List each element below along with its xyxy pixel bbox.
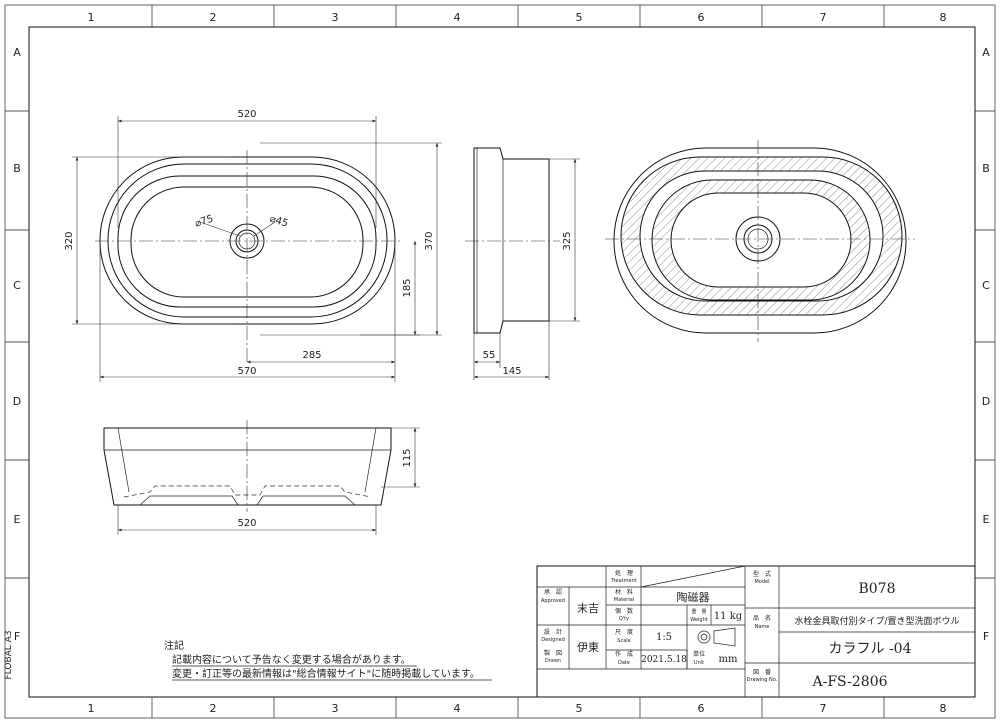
col-label-top-6: 6 <box>698 11 705 24</box>
row-label-left-d: D <box>13 395 21 408</box>
designed-name: 伊東 <box>577 641 599 654</box>
dim-drain-hole-dia: ⌀75 <box>194 213 215 229</box>
dim-drain-flange-dia: ⌀45 <box>268 213 289 229</box>
col-label-top-4: 4 <box>454 11 461 24</box>
qty-label-en: Q'ty <box>619 616 629 622</box>
zone-labels: 1 2 3 4 5 6 7 8 1 2 3 4 5 6 7 8 A B C D … <box>4 11 990 715</box>
drawing-no-label: 図 番 <box>753 669 771 676</box>
unit-value: mm <box>719 654 738 665</box>
col-label-top-3: 3 <box>332 11 339 24</box>
dim-side-height: 325 <box>562 231 573 250</box>
model-label: 型 式 <box>753 570 771 578</box>
dim-front-height: 115 <box>402 448 413 467</box>
weight-value: 11 kg <box>714 611 743 622</box>
material-label: 材 料 <box>615 588 633 596</box>
notes-line-1: 記載内容について予告なく変更する場合があります。 <box>172 653 411 666</box>
drawing-no-label-en: Drawing No. <box>747 677 778 683</box>
top-view-dimensions: 520 570 285 320 370 185 ⌀75 ⌀45 <box>64 109 442 382</box>
dim-inner-height: 320 <box>64 231 75 250</box>
material-value: 陶磁器 <box>677 590 710 604</box>
product-value: カラフル -04 <box>829 641 912 657</box>
row-label-right-a: A <box>982 46 990 59</box>
scale-label: 尺 度 <box>615 628 633 636</box>
col-label-bottom-1: 1 <box>88 702 95 715</box>
col-label-top-5: 5 <box>576 11 583 24</box>
title-block <box>536 565 976 698</box>
row-label-left-f: F <box>14 630 20 643</box>
drawn-label-en: Drawn <box>545 658 561 664</box>
col-label-bottom-6: 6 <box>698 702 705 715</box>
drawing-no-value: A-FS-2806 <box>811 674 887 690</box>
model-value: B078 <box>858 581 895 597</box>
unit-label-en: Unit <box>694 660 704 666</box>
row-label-left-a: A <box>13 46 21 59</box>
scale-label-en: Scale <box>617 638 630 644</box>
weight-label-en: Weight <box>690 617 707 623</box>
col-label-bottom-2: 2 <box>210 702 217 715</box>
front-view <box>103 420 392 512</box>
row-label-right-f: F <box>983 630 989 643</box>
row-label-right-e: E <box>983 513 990 526</box>
col-label-top-2: 2 <box>210 11 217 24</box>
row-label-right-b: B <box>982 162 990 175</box>
weight-label: 重 量 <box>691 608 706 615</box>
notes: 注記 記載内容について予告なく変更する場合があります。 変更・訂正等の最新情報は… <box>164 639 492 681</box>
front-view-dimensions: 115 520 <box>117 427 420 535</box>
dim-top-inner-width: 520 <box>237 109 256 120</box>
treatment-label-en: Treatment <box>610 578 636 584</box>
top-view <box>95 150 400 362</box>
col-label-top-8: 8 <box>940 11 947 24</box>
name-label-en: Name <box>755 624 770 630</box>
date-label-en: Date <box>618 660 630 666</box>
dim-front-width: 520 <box>237 518 256 529</box>
notes-heading: 注記 <box>164 639 184 652</box>
approved-label-en: Approved <box>541 598 565 604</box>
drawn-label: 製 図 <box>544 649 562 657</box>
dim-side-rim: 55 <box>483 350 496 361</box>
treatment-label: 処 理 <box>615 569 633 577</box>
designed-label-en: Designed <box>541 637 565 643</box>
row-label-left-c: C <box>13 279 21 292</box>
scale-value: 1:5 <box>656 632 672 643</box>
col-label-bottom-3: 3 <box>332 702 339 715</box>
side-view <box>465 147 560 334</box>
approved-name: 末吉 <box>577 601 599 615</box>
dim-drain-offset: 285 <box>302 350 321 361</box>
designed-label: 設 計 <box>544 628 562 636</box>
date-label: 作 成 <box>615 650 633 658</box>
qty-label: 個 数 <box>615 607 633 615</box>
dim-top-outer-width: 570 <box>237 366 256 377</box>
dim-side-depth: 145 <box>502 366 521 377</box>
drawing-frame <box>4 4 996 719</box>
date-value: 2021.5.18 <box>641 655 687 665</box>
dim-outer-height: 370 <box>424 231 435 250</box>
col-label-top-1: 1 <box>88 11 95 24</box>
sheet-size-label: FLOBAL A3 <box>4 630 14 679</box>
side-view-dimensions: 325 55 145 <box>473 158 580 380</box>
bottom-view <box>605 140 915 342</box>
unit-label: 単位 <box>693 650 705 658</box>
material-label-en: Material <box>614 597 634 603</box>
notes-line-2: 変更・訂正等の最新情報は"総合情報サイト"に随時掲載しています。 <box>172 667 480 680</box>
title-block-labels: 承 認 Approved 末吉 設 計 Designed 製 図 Drawn 伊… <box>541 569 960 690</box>
dim-drain-height: 185 <box>402 278 413 297</box>
row-label-right-c: C <box>982 279 990 292</box>
approved-label: 承 認 <box>544 588 562 596</box>
row-label-left-e: E <box>14 513 21 526</box>
col-label-top-7: 7 <box>820 11 827 24</box>
name-value: 水栓金具取付別タイプ/置き型洗面ボウル <box>794 615 959 627</box>
row-label-right-d: D <box>982 395 990 408</box>
name-label: 品 名 <box>753 614 771 622</box>
col-label-bottom-4: 4 <box>454 702 461 715</box>
col-label-bottom-5: 5 <box>576 702 583 715</box>
col-label-bottom-7: 7 <box>820 702 827 715</box>
model-label-en: Model <box>754 579 769 585</box>
row-label-left-b: B <box>13 162 21 175</box>
col-label-bottom-8: 8 <box>940 702 947 715</box>
